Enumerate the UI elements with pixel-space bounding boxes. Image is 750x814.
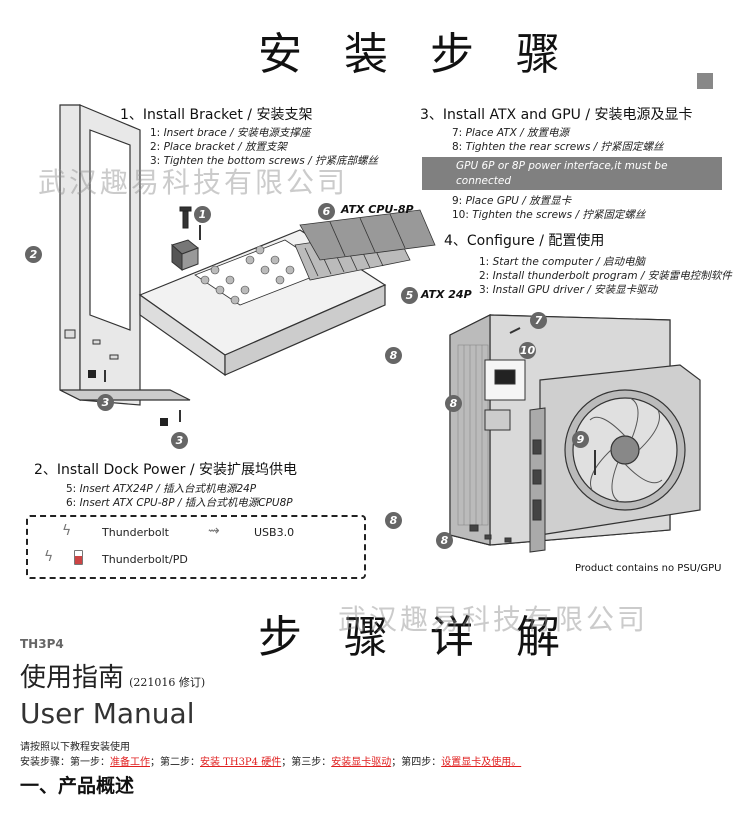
atx-cpu-label: ATX CPU-8P [341, 203, 414, 216]
steps-prefix: 安装步骤：第一步： [20, 757, 110, 768]
section3-heading: 3、Install ATX and GPU / 安装电源及显卡 [420, 107, 693, 123]
step-link-2[interactable]: 安装 TH3P4 硬件 [200, 757, 282, 768]
callout-5: 5 [401, 287, 418, 304]
section4-step-1: 1: Start the computer / 启动电脑 [479, 256, 645, 268]
callout-1: 1 [194, 206, 211, 223]
arrows [104, 225, 201, 422]
battery-icon [74, 550, 83, 565]
callout-2: 2 [25, 246, 42, 263]
psu-rear [484, 359, 526, 431]
case-illustration [449, 314, 701, 553]
bottom-screws [88, 370, 168, 426]
detail-title: 步 骤 详 解 [258, 612, 574, 663]
section3-step-7: 7: Place ATX / 放置电源 [452, 127, 570, 139]
steps-line: 安装步骤：第一步：准备工作；第二步：安装 TH3P4 硬件；第三步：安装显卡驱动… [20, 753, 521, 768]
thunderbolt-pd-icon: ϟ [44, 549, 54, 565]
model-label: TH3P4 [20, 637, 64, 651]
gpu-power-note: GPU 6P or 8P power interface,it must be … [422, 157, 722, 202]
bracket-board-illustration [59, 104, 436, 426]
case-arrows [509, 327, 596, 475]
thunderbolt-label: Thunderbolt [102, 526, 169, 539]
guide-revision: (221016 修订) [129, 676, 206, 689]
callout-3b: 3 [171, 432, 188, 449]
thunderbolt-icon: ϟ [62, 523, 72, 539]
instruction-text: 请按照以下教程安装使用 [20, 742, 130, 753]
corner-square [697, 73, 713, 89]
guide-title: 使用指南 (221016 修订) [20, 657, 205, 694]
callout-6: 6 [318, 203, 335, 220]
step-link-1[interactable]: 准备工作 [110, 757, 150, 768]
steps-sep-2: ；第三步： [281, 757, 332, 768]
callout-8b: 8 [445, 395, 462, 412]
overview-heading: 一、产品概述 [20, 775, 135, 797]
bracket-frame [59, 104, 191, 406]
section2-step-6: 6: Insert ATX CPU-8P / 插入台式机电源CPU8P [66, 497, 293, 509]
watermark-bottom: 武汉趣易科技有限公司 [338, 603, 649, 636]
section2-step-5: 5: Insert ATX24P / 插入台式机电源24P [66, 483, 257, 495]
steps-sep-3: ；第四步： [391, 757, 442, 768]
callout-10: 10 [519, 342, 536, 359]
section4-heading: 4、Configure / 配置使用 [444, 233, 605, 249]
usb-icon: ⇝ [208, 523, 220, 539]
section3-step-9: 9: Place GPU / 放置显卡 [452, 195, 572, 207]
section2-heading: 2、Install Dock Power / 安装扩展坞供电 [34, 462, 298, 478]
case-rear-ports [469, 524, 512, 543]
callout-3a: 3 [97, 394, 114, 411]
screw [179, 206, 192, 229]
usb-label: USB3.0 [254, 526, 295, 539]
callout-9: 9 [572, 431, 589, 448]
section1-heading: 1、Install Bracket / 安装支架 [120, 107, 313, 123]
steps-sep-1: ；第二步： [150, 757, 200, 768]
callout-8a: 8 [385, 347, 402, 364]
section1-step-2: 2: Place bracket / 放置支架 [150, 141, 287, 153]
thunderbolt-pd-label: Thunderbolt/PD [102, 553, 188, 566]
section4-step-3: 3: Install GPU driver / 安装显卡驱动 [479, 284, 658, 296]
step-link-4[interactable]: 设置显卡及使用。 [441, 757, 522, 768]
watermark-top: 武汉趣易科技有限公司 [38, 166, 349, 199]
callout-8c: 8 [385, 512, 402, 529]
manual-title: User Manual [20, 697, 195, 730]
callout-8d: 8 [436, 532, 453, 549]
atx-24p-label: ATX 24P [421, 288, 472, 301]
gpu-card [539, 364, 701, 536]
section4-step-2: 2: Install thunderbolt program / 安装雷电控制软… [479, 270, 732, 282]
callout-7: 7 [530, 312, 547, 329]
step-link-3[interactable]: 安装显卡驱动 [331, 757, 392, 768]
atx-cpu-connector [299, 209, 436, 261]
gpu-power-note-cn: 若显卡有独立供电口必须链接。 [456, 190, 603, 202]
fan-blades [589, 397, 663, 503]
gpu-bracket [529, 407, 546, 553]
section3-step-8: 8: Tighten the rear screws / 拧紧固定螺丝 [452, 141, 664, 153]
page-title: 安 装 步 骤 [258, 29, 574, 80]
section3-step-10: 10: Tighten the screws / 拧紧固定螺丝 [452, 209, 646, 221]
section1-step-1: 1: Insert brace / 安装电源支撑座 [150, 127, 311, 139]
psu-grid [457, 344, 489, 526]
no-psu-note: Product contains no PSU/GPU [575, 563, 722, 574]
section1-step-3: 3: Tighten the bottom screws / 拧紧底部螺丝 [150, 155, 378, 167]
port-legend: ϟ Thunderbolt ⇝ USB3.0 ϟ Thunderbolt/PD [26, 515, 366, 579]
gpu-power-note-en: GPU 6P or 8P power interface,it must be … [456, 160, 668, 187]
brace-block [171, 239, 199, 272]
guide-title-text: 使用指南 [20, 663, 125, 693]
